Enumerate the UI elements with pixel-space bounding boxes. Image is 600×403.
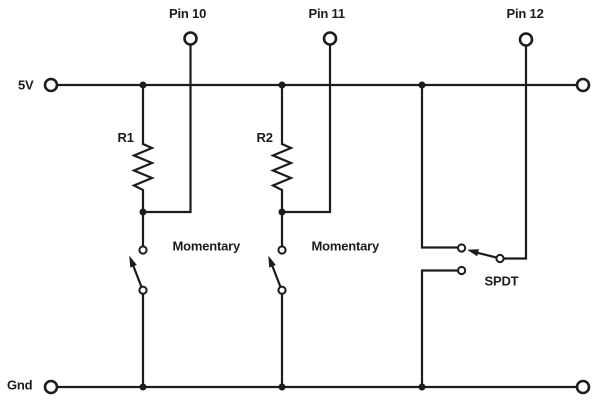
pin11-label: Pin 11: [309, 6, 345, 21]
pin10-label: Pin 10: [169, 6, 206, 21]
spdt-upper-throw-contact: [457, 243, 467, 253]
pin12-label: Pin 12: [507, 6, 544, 21]
spdt-upper-throw-wire: [420, 83, 459, 249]
junction-dot-r2-pin11: [278, 208, 286, 216]
resistor-r2-label: R2: [257, 130, 273, 145]
5v-right-terminal: [575, 77, 591, 93]
switch1-arrowhead: [129, 255, 137, 268]
resistor-r1-body: [131, 83, 155, 214]
labels: 5V Gnd Pin 10 Pin 11 Pin 12 R1 R2 Moment…: [7, 6, 544, 393]
wires: [56, 43, 579, 389]
junction-dots: [139, 81, 426, 391]
pin11-wire: [280, 43, 332, 214]
5v-rail-label: 5V: [18, 78, 34, 93]
resistor-r1-label: R1: [118, 130, 134, 145]
switch2-arm: [270, 264, 282, 289]
junction-dot-gnd-spdt: [418, 383, 426, 391]
terminals: [43, 31, 591, 395]
junction-dot-r1-pin10: [139, 208, 147, 216]
switch1-top-contact: [138, 245, 148, 255]
pin11-terminal: [322, 31, 338, 46]
spdt-type-label: SPDT: [485, 274, 519, 289]
junction-dot-5v-spdt: [418, 81, 426, 89]
spdt-arm: [476, 251, 498, 259]
spdt-arrowhead: [467, 249, 479, 257]
switch2-top-contact: [277, 245, 287, 255]
gnd-rail-label: Gnd: [7, 378, 33, 393]
pin12-terminal: [518, 32, 534, 47]
switch2-bottom-contact: [277, 285, 287, 295]
spdt-lower-throw-contact: [457, 265, 467, 276]
junction-dot-5v-r2: [278, 81, 286, 89]
spdt-common-contact: [495, 253, 505, 264]
junction-dot-gnd-sw2: [278, 383, 286, 391]
switch-contacts: [138, 243, 505, 295]
gnd-right-terminal: [575, 379, 591, 395]
gnd-left-terminal: [43, 379, 59, 395]
switch2-arrowhead: [268, 255, 276, 268]
pin10-wire: [141, 43, 192, 214]
junction-dot-gnd-sw1: [139, 383, 147, 391]
resistor-r2-body: [270, 83, 294, 214]
pin10-terminal: [183, 31, 198, 46]
switch1-type-label: Momentary: [173, 239, 242, 254]
arrowheads: [129, 249, 479, 268]
switch1-arm: [131, 264, 143, 289]
switch2-type-label: Momentary: [312, 239, 381, 254]
switch1-bottom-contact: [138, 285, 148, 295]
pin12-wire: [502, 44, 528, 260]
5v-left-terminal: [43, 77, 59, 93]
junction-dot-5v-r1: [139, 81, 147, 89]
spdt-lower-throw-wire: [420, 269, 459, 389]
